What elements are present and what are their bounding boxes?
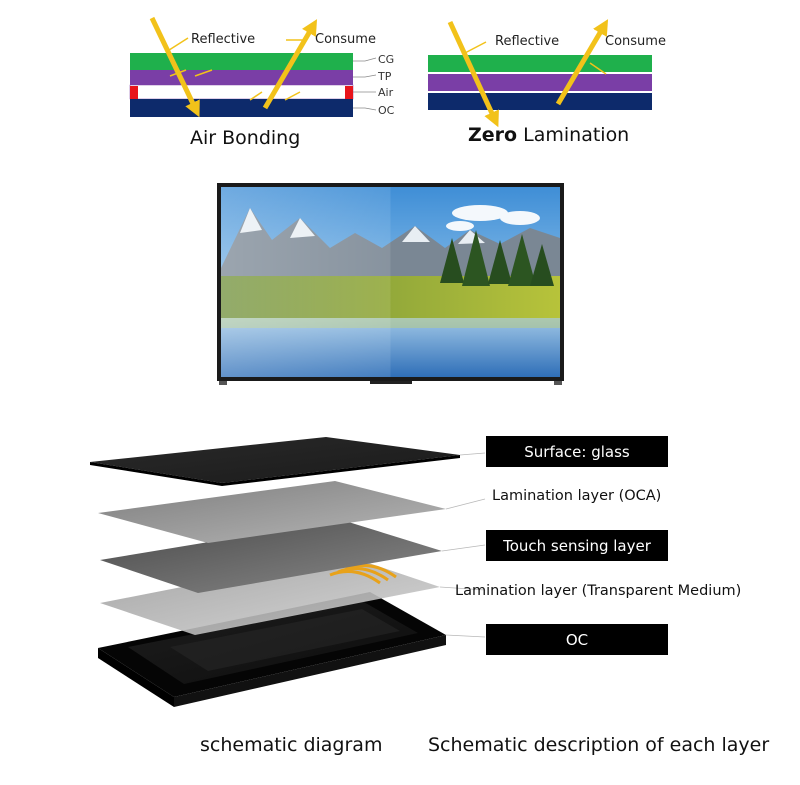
- air-consume-label: Consume: [315, 32, 376, 47]
- left-seal: [130, 86, 138, 99]
- lamination-word: Lamination: [517, 124, 630, 146]
- zl-tp-layer: [428, 74, 652, 91]
- layer-label-5: OC: [486, 624, 668, 655]
- cg-layer: [130, 53, 353, 70]
- zero-lamination-caption: Zero Lamination: [468, 124, 629, 146]
- flex-cable: [329, 563, 397, 585]
- lamination-layer-2: [100, 555, 440, 635]
- layer-label-oc: OC: [378, 104, 395, 117]
- schematic-diagram-caption: schematic diagram: [200, 734, 383, 756]
- bonding-comparison-diagram: Reflective Consume CG TP Air OC Reflecti…: [129, 16, 666, 128]
- layer-label-4: Lamination layer (Transparent Medium): [455, 583, 742, 599]
- layer-label-air: Air: [378, 86, 394, 99]
- zl-reflective-label: Reflective: [495, 34, 559, 49]
- layer-description-caption: Schematic description of each layer: [428, 734, 770, 756]
- air-bonding-stack: [129, 53, 354, 117]
- air-reflective-label: Reflective: [191, 32, 255, 47]
- layer-label-tp: TP: [377, 70, 392, 83]
- layer-leader-lines: [439, 452, 486, 638]
- monitor-illustration: [217, 183, 564, 385]
- zl-cg-layer: [428, 55, 652, 72]
- exploded-layer-diagram: [90, 437, 486, 707]
- zl-reflective-ray: [447, 20, 499, 128]
- air-bonding-caption: Air Bonding: [190, 127, 301, 149]
- right-seal: [345, 86, 353, 99]
- oc-panel: [98, 592, 446, 707]
- zero-word: Zero: [468, 124, 518, 146]
- air-gap-layer: [129, 84, 354, 100]
- zero-lamination-stack: [428, 55, 652, 110]
- landscape-screen: [221, 187, 560, 377]
- tp-layer: [130, 70, 353, 85]
- air-reflective-ray: [149, 16, 200, 118]
- layer-label-2: Lamination layer (OCA): [492, 488, 662, 504]
- zl-consume-ray: [555, 19, 609, 106]
- layer-label-3: Touch sensing layer: [486, 530, 668, 561]
- lamination-layer-1: [98, 481, 446, 543]
- layer-label-cg: CG: [378, 53, 394, 66]
- zl-oc-layer: [428, 93, 652, 110]
- oc-layer: [130, 99, 353, 117]
- surface-glass-panel: [90, 437, 460, 486]
- touch-sensing-panel: [100, 520, 442, 593]
- zl-consume-label: Consume: [605, 34, 666, 49]
- layer-label-1: Surface: glass: [486, 436, 668, 467]
- layer-label-leaders: [353, 57, 377, 111]
